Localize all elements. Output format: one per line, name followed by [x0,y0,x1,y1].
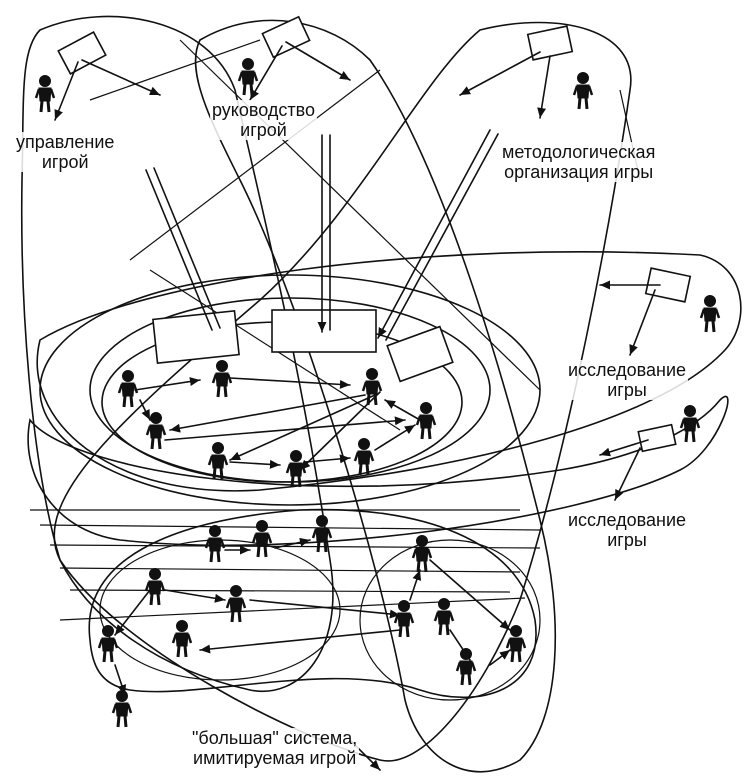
person-researcher-2 [681,406,699,443]
person-system-9 [173,621,191,658]
person-field-6 [209,443,227,480]
person-field-1 [119,371,137,408]
person-system-1 [206,526,224,563]
label-methodological-organization: методологическая организация игры [500,142,657,182]
person-director [239,59,257,96]
person-system-12 [457,649,475,686]
person-system-2 [253,521,271,558]
person-field-8 [355,439,373,476]
person-field-2 [213,361,231,398]
field-board-center [272,310,376,352]
label-game-research-1: исследование игры [566,360,688,400]
label-game-direction: руководство игрой [210,100,317,140]
board-research-2 [638,425,675,452]
person-system-11 [507,626,525,663]
field-board-right [387,327,453,382]
person-system-5 [146,569,164,606]
person-methodologist [574,73,592,110]
person-system-10 [99,626,117,663]
person-system-13 [113,691,131,728]
label-big-system: "большая" система, имитируемая игрой [190,728,359,768]
field-board-left [153,311,239,363]
person-researcher-1 [701,296,719,333]
label-game-research-2: исследование игры [566,510,688,550]
loop-methodology [54,23,631,761]
loop-lower-right [360,540,540,700]
person-field-5 [417,403,435,440]
person-system-7 [395,601,413,638]
label-game-management: управление игрой [14,132,116,172]
person-manager [36,76,54,113]
person-system-4 [413,536,431,573]
